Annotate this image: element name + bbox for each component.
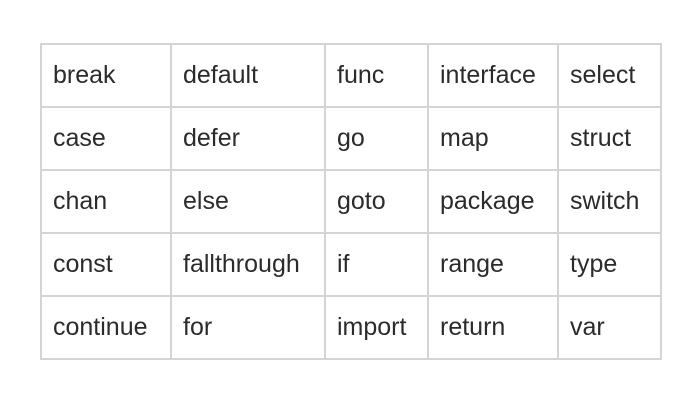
table-row: case defer go map struct (40, 106, 662, 171)
table-row: const fallthrough if range type (40, 232, 662, 297)
table-row: break default func interface select (40, 43, 662, 108)
table-cell: case (40, 106, 172, 171)
table-cell: continue (40, 295, 172, 360)
table-row: continue for import return var (40, 295, 662, 360)
table-row: chan else goto package switch (40, 169, 662, 234)
table-cell: else (170, 169, 326, 234)
table-cell: defer (170, 106, 326, 171)
table-cell: const (40, 232, 172, 297)
table-cell: import (324, 295, 429, 360)
table-cell: default (170, 43, 326, 108)
keywords-table: break default func interface select case… (40, 43, 662, 360)
table-cell: range (427, 232, 559, 297)
table-cell: switch (557, 169, 662, 234)
table-cell: chan (40, 169, 172, 234)
table-cell: goto (324, 169, 429, 234)
table-cell: select (557, 43, 662, 108)
table-cell: type (557, 232, 662, 297)
table-cell: for (170, 295, 326, 360)
table-cell: return (427, 295, 559, 360)
table-cell: var (557, 295, 662, 360)
table-cell: if (324, 232, 429, 297)
table-cell: map (427, 106, 559, 171)
table-cell: break (40, 43, 172, 108)
keywords-table-body: break default func interface select case… (40, 43, 662, 360)
table-cell: func (324, 43, 429, 108)
table-cell: package (427, 169, 559, 234)
table-cell: struct (557, 106, 662, 171)
table-cell: go (324, 106, 429, 171)
table-cell: fallthrough (170, 232, 326, 297)
table-cell: interface (427, 43, 559, 108)
